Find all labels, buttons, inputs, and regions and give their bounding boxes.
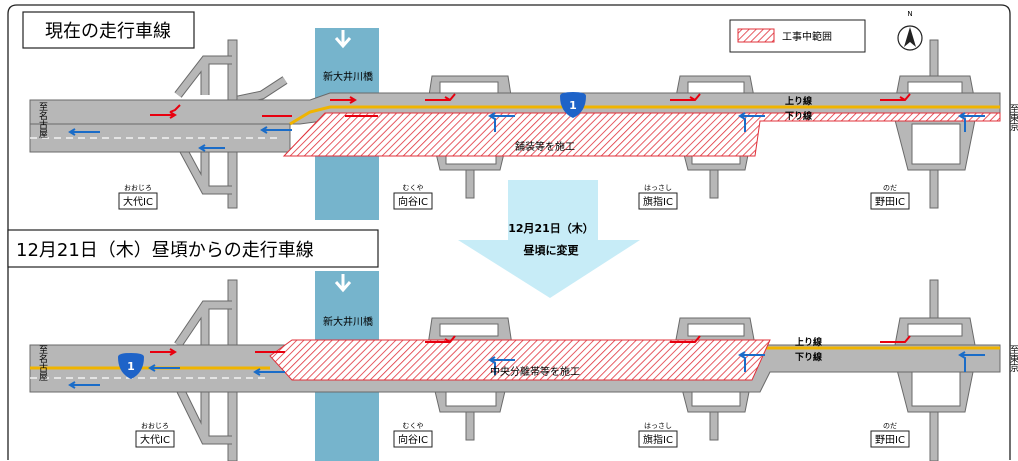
top-title-box (22, 11, 195, 49)
ic-kana-ohshiro-bottom: おおじろ (141, 422, 169, 430)
route-shield-top-number: 1 (569, 99, 577, 112)
change-arrow-line1: 12月21日（木） (508, 221, 594, 235)
ic-labels-top: おおじろ 大代IC むくや 向谷IC はっさし 旗指IC のだ 野田IC (118, 184, 910, 210)
bottom-title-box (7, 229, 379, 268)
direction-left-bottom: 至名古屋 (37, 345, 48, 382)
ic-name-noda-bottom: 野田IC (875, 434, 905, 446)
change-arrow (458, 180, 640, 298)
ic-kana-noda-bottom: のだ (883, 422, 897, 430)
route-shield-bottom-icon: 1 (118, 353, 144, 379)
ic-kana-mukuya-bottom: むくや (403, 422, 424, 430)
direction-right-bottom: 至東京 (1008, 345, 1018, 373)
direction-left-top: 至名古屋 (37, 102, 48, 139)
ic-labels-bottom: おおじろ 大代IC むくや 向谷IC はっさし 旗指IC のだ 野田IC (135, 422, 910, 448)
ic-name-hassashi-bottom: 旗指IC (643, 433, 673, 446)
north-arrow-icon: N (897, 10, 923, 51)
bottom-lane-down-label: 下り線 (795, 351, 822, 363)
ic-kana-hassashi-bottom: はっさし (644, 422, 672, 430)
top-lane-arrows (68, 93, 985, 152)
ic-kana-hassashi-top: はっさし (644, 184, 672, 192)
top-work-label: 舗装等を施工 (515, 140, 575, 153)
north-label: N (907, 10, 912, 18)
top-lane-up-label: 上り線 (785, 95, 812, 107)
bottom-work-label: 中央分離帯等を施工 (490, 365, 580, 378)
top-lane-down-label: 下り線 (785, 110, 812, 122)
ic-name-ohshiro-top: 大代IC (123, 195, 153, 208)
ic-name-noda-top: 野田IC (875, 196, 905, 208)
change-arrow-line2: 昼頃に変更 (523, 243, 580, 257)
bottom-lane-arrows (68, 335, 985, 389)
river-name-top-1: 大井川 (303, 39, 314, 67)
ic-kana-noda-top: のだ (883, 184, 897, 192)
legend-hatch-swatch (737, 28, 775, 43)
direction-right-top: 至東京 (1008, 104, 1018, 132)
ic-name-hassashi-top: 旗指IC (643, 195, 673, 208)
ic-name-mukuya-top: 向谷IC (398, 195, 428, 208)
ic-name-ohshiro-bottom: 大代IC (140, 433, 170, 446)
river-flow-arrow-bottom-icon (334, 274, 352, 293)
ic-name-mukuya-bottom: 向谷IC (398, 433, 428, 446)
bottom-road-network (29, 279, 1001, 461)
outer-frame (7, 4, 1011, 460)
ic-kana-mukuya-top: むくや (403, 184, 424, 192)
top-title: 現在の走行車線 (45, 21, 171, 42)
route-shield-top-icon: 1 (560, 92, 586, 118)
river-flow-arrow-top-icon (334, 30, 352, 49)
route-shield-bottom-number: 1 (127, 360, 135, 373)
river-name-bottom: 大井川 (303, 282, 314, 310)
bottom-lane-up-label: 上り線 (795, 336, 822, 348)
bottom-title: 12月21日（木）昼頃からの走行車線 (16, 240, 314, 261)
legend: 工事中範囲 (729, 19, 866, 53)
ic-kana-ohshiro-top: おおじろ (124, 184, 152, 192)
bridge-name-top: 新大井川橋 (323, 70, 373, 83)
legend-label: 工事中範囲 (782, 30, 832, 43)
bridge-name-bottom: 新大井川橋 (323, 315, 373, 328)
